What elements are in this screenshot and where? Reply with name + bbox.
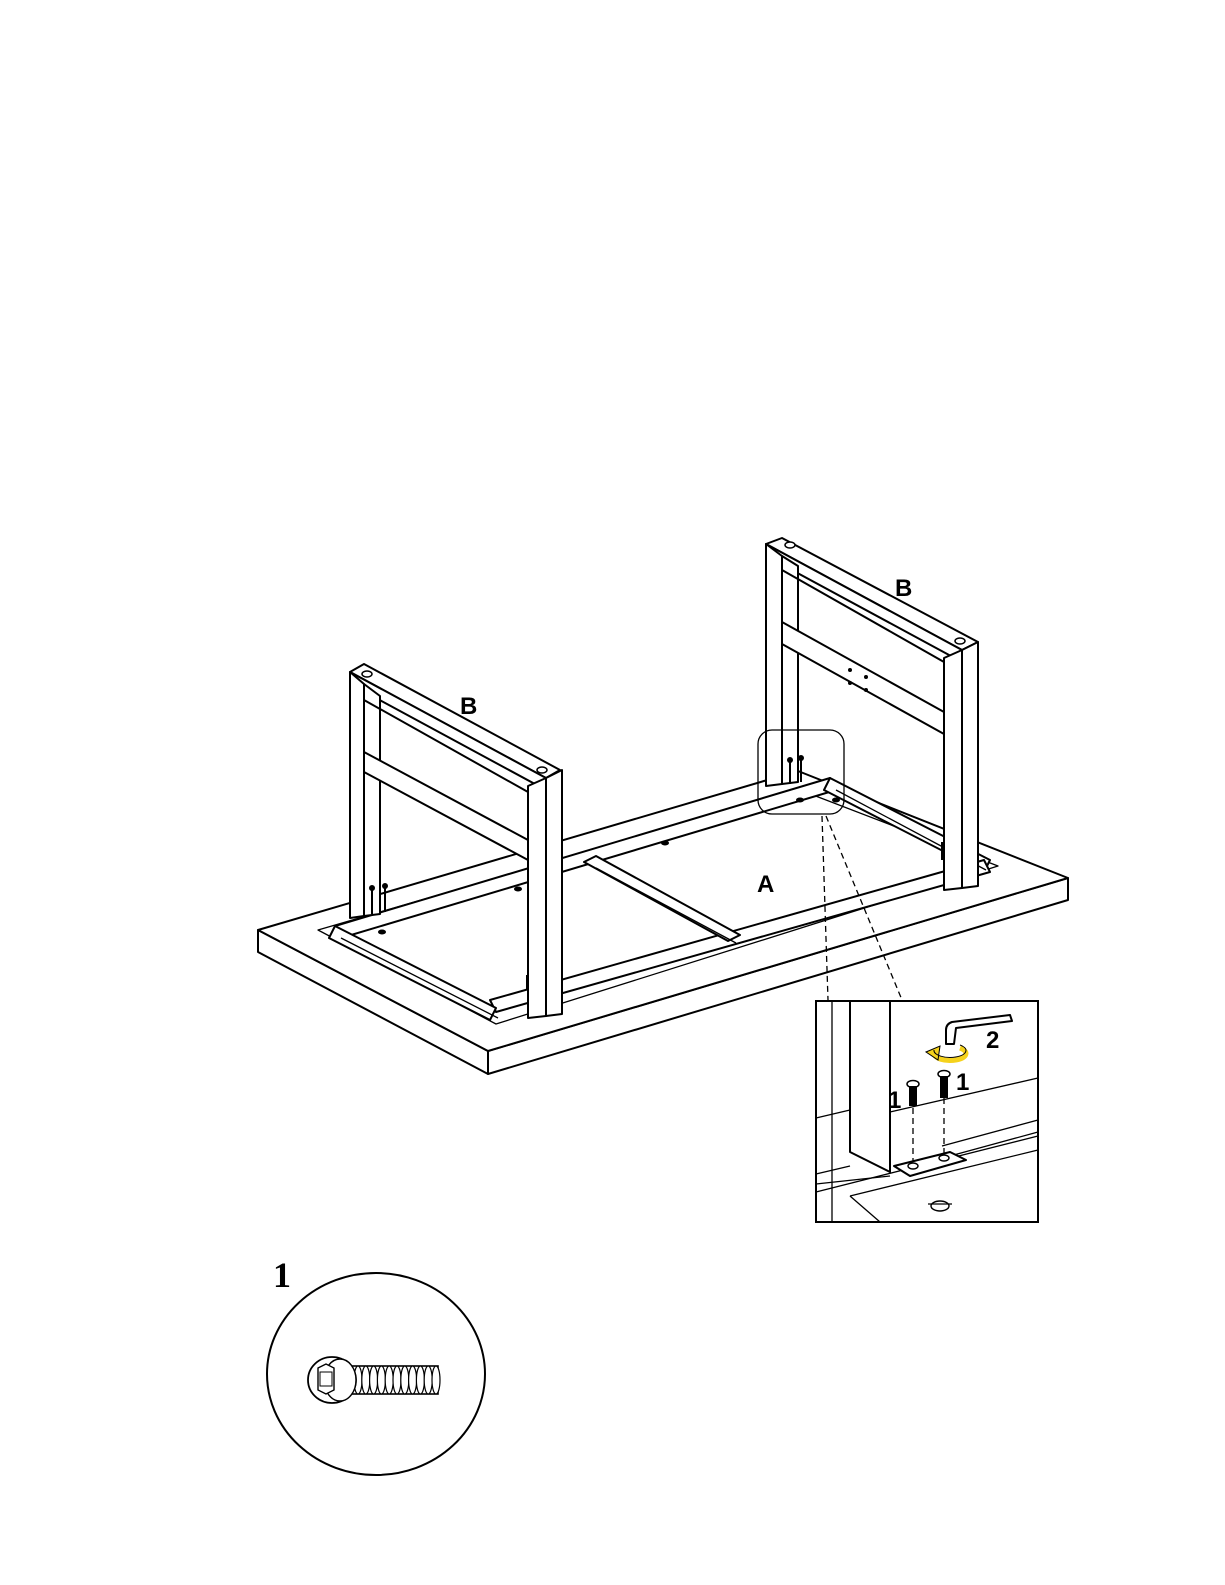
label-detail-screw-left: 1 xyxy=(888,1087,901,1114)
hardware-callout: 1 xyxy=(267,1255,485,1475)
label-part-b-right: B xyxy=(895,575,912,602)
label-detail-screw-right: 1 xyxy=(956,1069,969,1096)
hardware-number: 1 xyxy=(273,1255,291,1295)
label-part-b-left: B xyxy=(460,693,477,720)
bolt-thread xyxy=(385,1366,393,1394)
label-detail-key: 2 xyxy=(986,1027,999,1054)
bolt-thread xyxy=(370,1366,378,1394)
bolt-thread xyxy=(409,1366,417,1394)
bolt-thread xyxy=(377,1366,385,1394)
bolt-thread xyxy=(401,1366,409,1394)
detail-inset: 2 1 1 xyxy=(816,1001,1038,1222)
bolt-thread xyxy=(416,1366,424,1394)
label-part-a: A xyxy=(757,871,774,898)
bolt-thread xyxy=(393,1366,401,1394)
bolt-thread xyxy=(362,1366,370,1394)
bolt-thread xyxy=(432,1366,440,1394)
bolt-thread xyxy=(424,1366,432,1394)
